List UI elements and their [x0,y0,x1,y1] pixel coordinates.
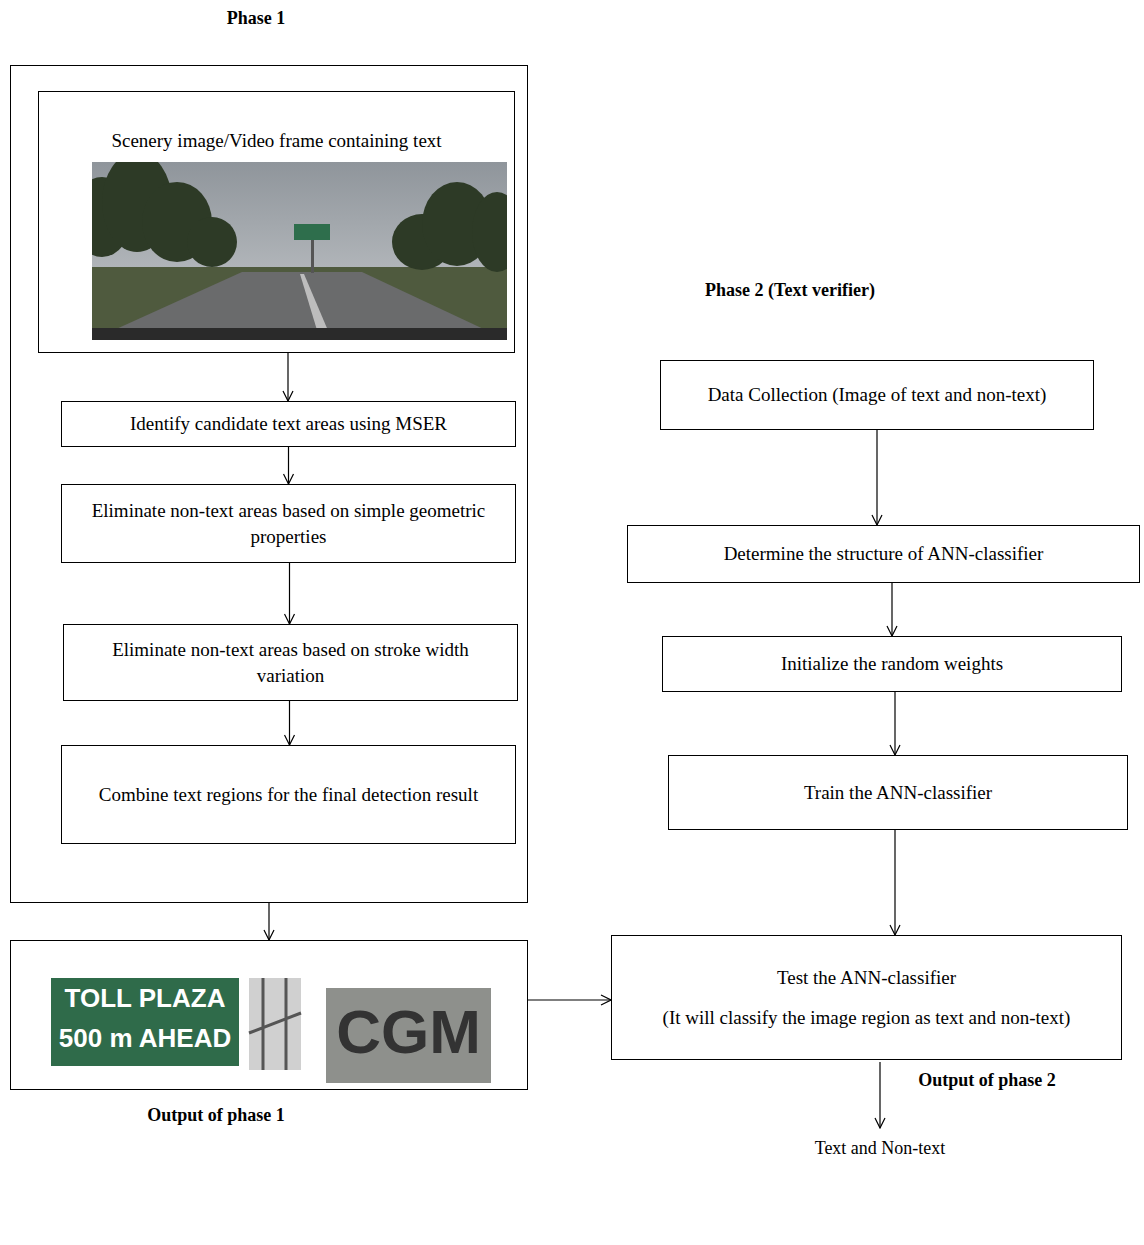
box-text: Data Collection (Image of text and non-t… [708,382,1047,408]
process-box: Scenery image/Video frame containing tex… [38,91,515,353]
phase-box: Phase 1Scenery image/Video frame contain… [10,65,528,903]
output-heading: Output of phase 1 [11,1105,421,1126]
process-box: Train the ANN-classifier [668,755,1128,830]
box-text: Initialize the random weights [781,651,1003,677]
box-text: Combine text regions for the final detec… [99,782,478,808]
process-box: Test the ANN-classifier (It will classify… [611,935,1122,1060]
box-text: Test the ANN-classifier [777,965,956,991]
flow-arrow [268,903,269,940]
process-box: Identify candidate text areas using MSER [61,401,516,447]
flow-arrow [891,583,892,636]
flow-arrow [876,430,877,525]
scene-text: CGM [326,995,491,1069]
box-text: Eliminate non-text areas based on stroke… [78,637,503,688]
road [92,272,507,340]
process-box: Initialize the random weights [662,636,1122,692]
box-text: Scenery image/Video frame containing tex… [111,128,441,154]
flow-arrow [287,353,288,401]
tree [187,217,237,267]
phase-heading: Phase 1 [11,8,501,29]
tree [472,192,507,272]
process-box: Combine text regions for the final detec… [61,745,516,844]
flow-arrow [288,447,289,484]
flow-arrow [289,701,290,745]
non-text-lines [249,978,301,1070]
box-text: Train the ANN-classifier [804,780,992,806]
sign-text: TOLL PLAZA [51,983,239,1014]
dashboard [92,328,507,340]
flow-arrow [289,563,290,624]
output-arrow [879,1062,880,1128]
grass [92,267,507,340]
box-text: Identify candidate text areas using MSER [130,411,447,437]
box-text: Determine the structure of ANN-classifie… [724,541,1044,567]
sign-board [294,224,330,240]
phase-heading: Phase 2 (Text verifier) [660,280,920,302]
scenery-photo [92,162,507,340]
non-text-crop [249,978,301,1070]
flow-arrow [528,999,611,1000]
process-box: Data Collection (Image of text and non-t… [660,360,1094,430]
process-box: Eliminate non-text areas based on simple… [61,484,516,563]
output-box: Output of phase 1TOLL PLAZA500 m AHEADCG… [10,940,528,1090]
box-text: (It will classify the image region as te… [663,1005,1071,1031]
sign-pole [311,237,314,273]
flow-arrow [894,692,895,755]
output-heading: Output of phase 2 [892,1070,1082,1092]
cgm-crop [326,988,491,1083]
sign-text: 500 m AHEAD [51,1023,239,1054]
process-box: Determine the structure of ANN-classifie… [627,525,1140,583]
sign-crop [51,978,239,1066]
flow-arrow [894,830,895,935]
box-text: Eliminate non-text areas based on simple… [76,498,501,549]
output-text: Text and Non-text [790,1138,970,1160]
process-box: Eliminate non-text areas based on stroke… [63,624,518,701]
